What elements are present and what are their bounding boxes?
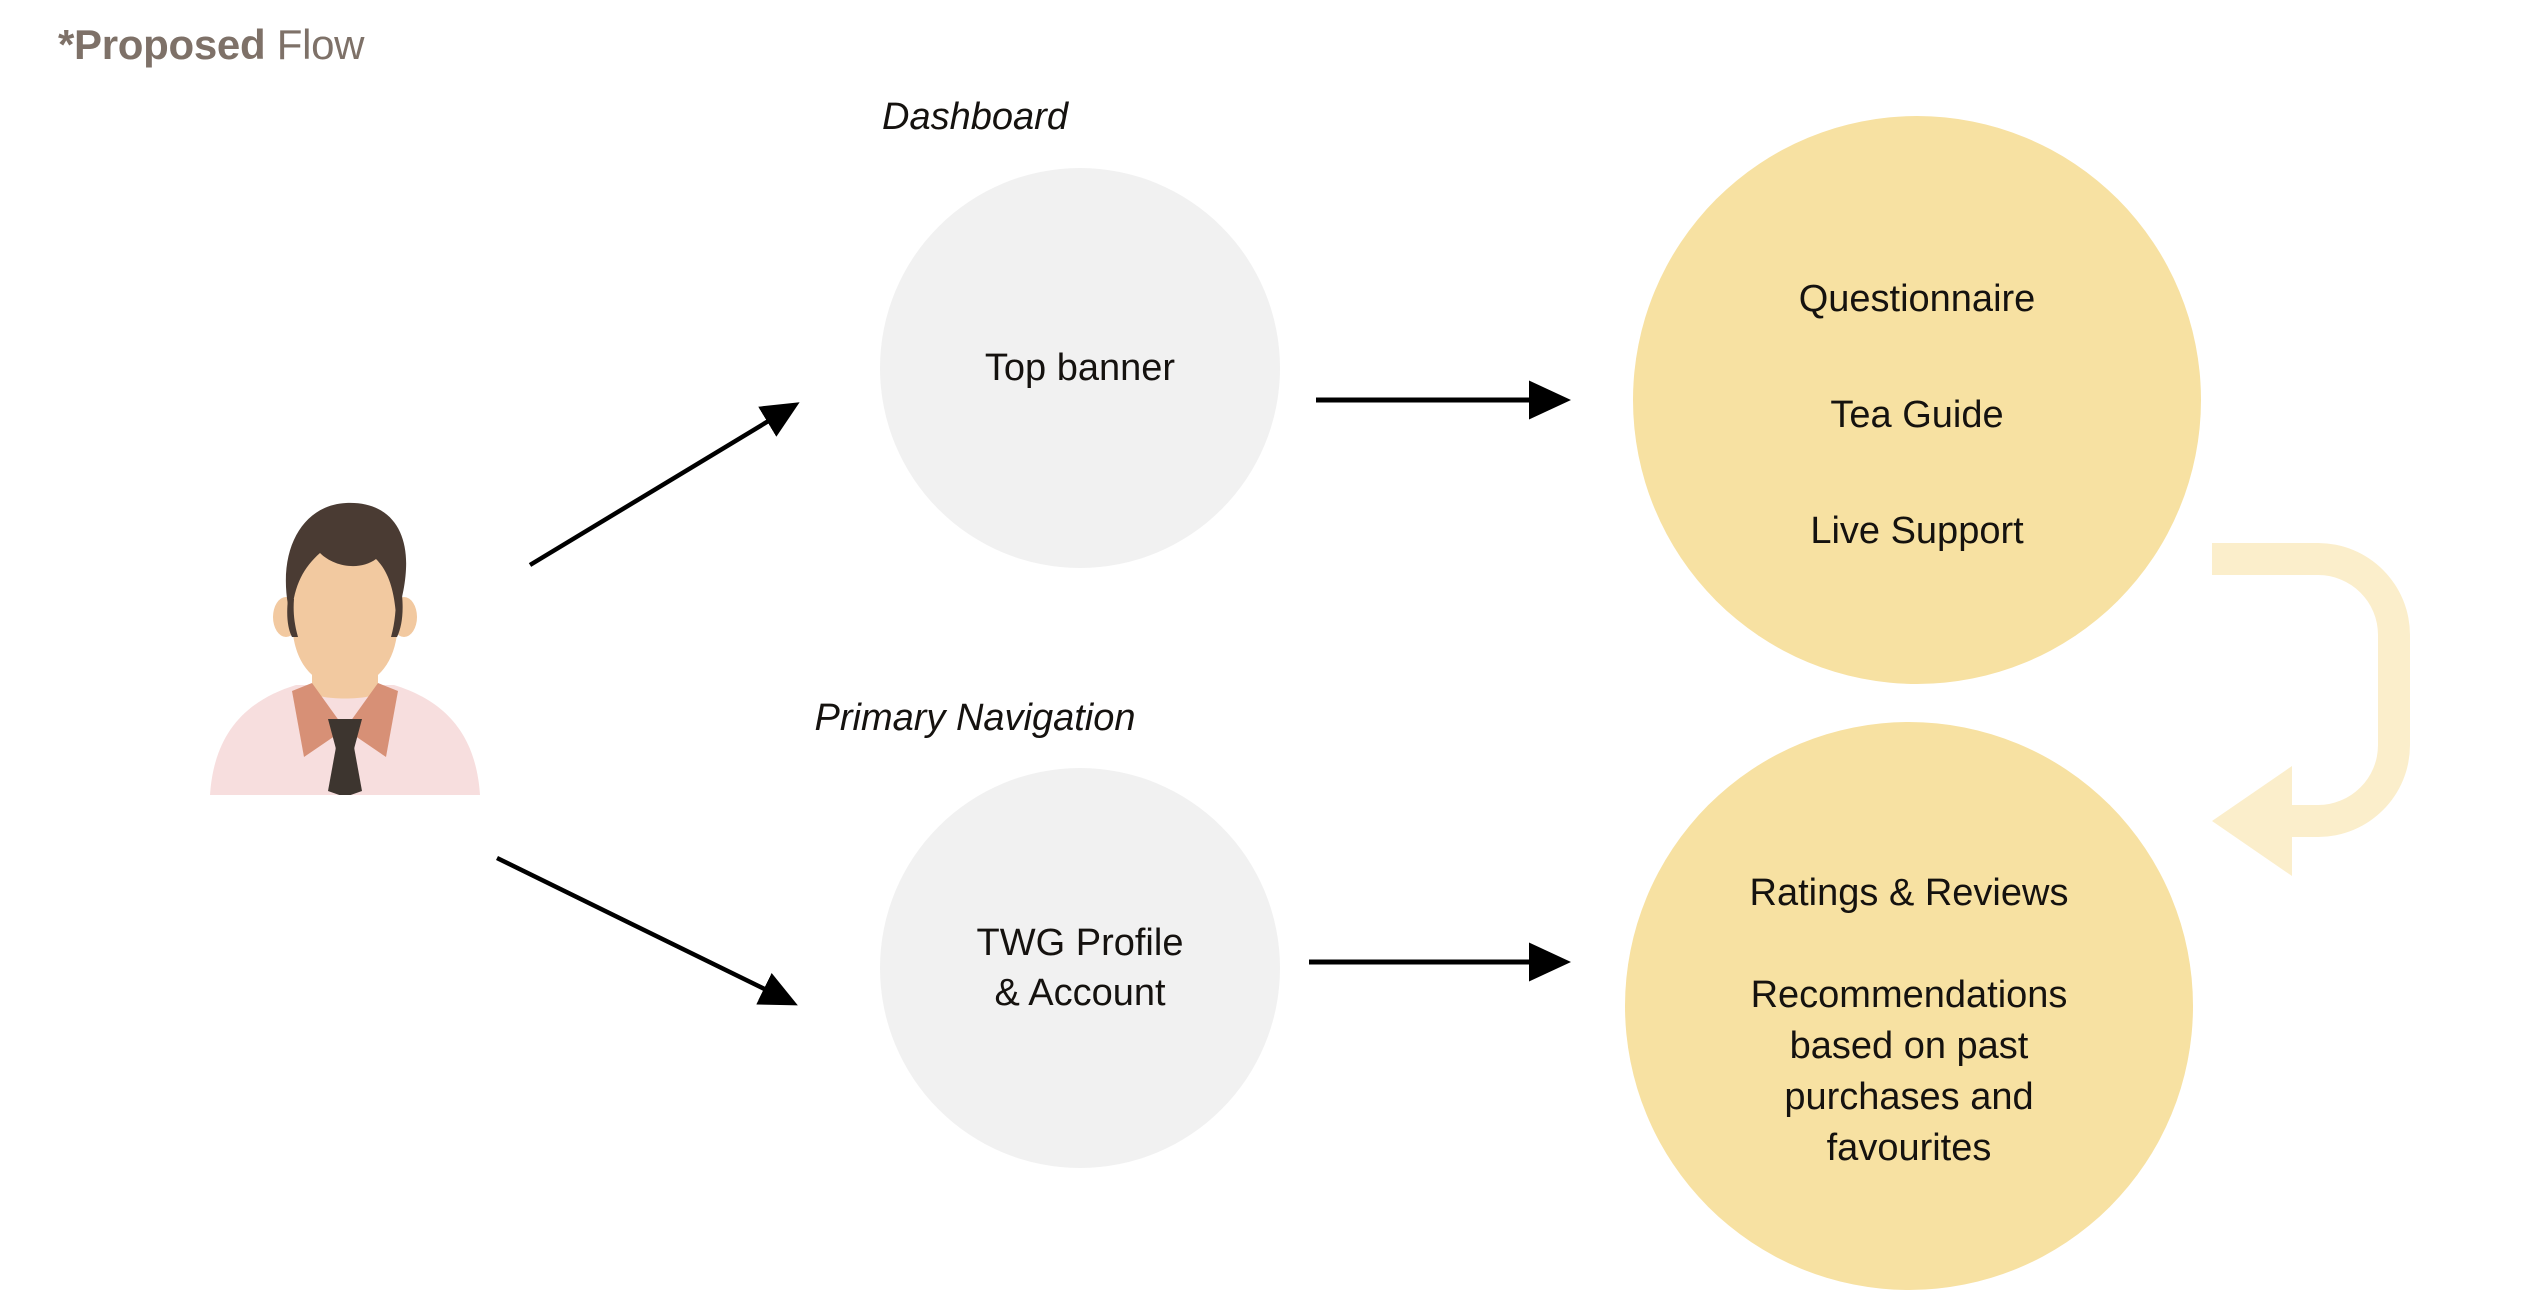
caption-dashboard: Dashboard	[882, 96, 1068, 138]
connector-actor-to-top-banner	[528, 402, 800, 567]
page-title-rest: Flow	[265, 21, 365, 68]
node-personalisation-heading: Ratings & Reviews	[1749, 872, 2069, 914]
node-twg-profile-line-1: TWG Profile	[976, 921, 1184, 964]
caption-primary-navigation: Primary Navigation	[814, 697, 1136, 739]
node-top-banner-label: Top banner	[984, 346, 1176, 389]
user-avatar	[200, 495, 490, 797]
node-services-item-live-support: Live Support	[1810, 510, 2024, 553]
node-services[interactable]: Questionnaire Tea Guide Live Support	[1633, 116, 2201, 684]
connector-actor-to-twg-profile	[496, 855, 798, 1006]
node-top-banner[interactable]: Top banner	[880, 168, 1280, 568]
user-avatar-icon	[210, 502, 480, 797]
node-personalisation-paragraph: Recommendations based on past purchases …	[1750, 974, 2068, 1169]
node-services-item-questionnaire: Questionnaire	[1798, 278, 2036, 320]
connector-services-to-personalisation-loop	[2212, 543, 2410, 876]
page-title-emphasis: *Proposed	[58, 21, 266, 68]
page-title: *Proposed Flow	[58, 21, 365, 68]
node-twg-profile-account[interactable]: TWG Profile & Account	[880, 768, 1280, 1168]
node-personalisation[interactable]: Ratings & Reviews Recommendations based …	[1625, 722, 2193, 1290]
node-twg-profile-line-2: & Account	[994, 972, 1166, 1014]
node-services-item-tea-guide: Tea Guide	[1830, 394, 2004, 437]
